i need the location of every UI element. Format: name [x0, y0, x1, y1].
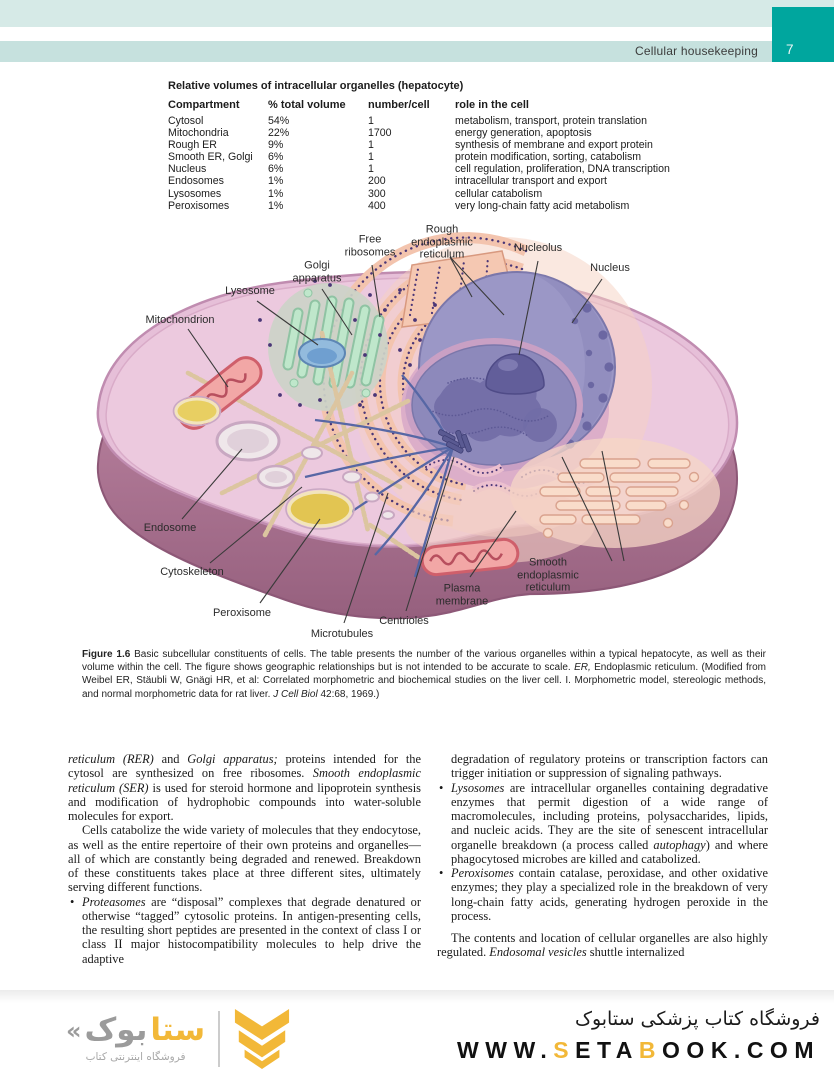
- store-title: فروشگاه کتاب پزشکی ستابوک: [574, 1008, 820, 1030]
- table-cell: Cytosol: [168, 115, 204, 127]
- running-title: Cellular housekeeping: [635, 44, 758, 58]
- label-peroxisome: Peroxisome: [212, 606, 272, 619]
- page-number: 7: [786, 42, 794, 57]
- table-cell: 400: [368, 199, 386, 212]
- table-cell: 6%: [268, 163, 284, 176]
- col-header: % total volume: [268, 99, 346, 111]
- table-cell: metabolism, transport, protein translati…: [455, 115, 647, 127]
- label-smooth-er: Smooth endoplasmic reticulum: [517, 556, 579, 594]
- label-centrioles: Centrioles: [379, 614, 429, 627]
- bullet-lysosomes: •Lysosomes are intracellular organelles …: [439, 780, 768, 866]
- caption-text: Endoplasmic reticulum. (Modified from We…: [82, 662, 766, 700]
- paragraph: Cells catabolize the wide variety of mol…: [68, 823, 421, 895]
- table-cell: synthesis of membrane and export protein: [455, 139, 653, 152]
- table-cell: Peroxisomes: [168, 199, 230, 212]
- table-cell: 22%: [268, 127, 290, 140]
- cell-diagram: Mitochondrion Lysosome Golgi apparatus F…: [70, 223, 770, 645]
- table-cell: 1%: [268, 187, 284, 200]
- table-cell: 1: [368, 115, 374, 127]
- cell-illustration: [96, 232, 739, 624]
- logo-divider: [218, 1011, 221, 1067]
- label-cytoskeleton: Cytoskeleton: [160, 565, 224, 578]
- label-microtubules: Microtubules: [310, 627, 374, 640]
- table-cell: Smooth ER, Golgi: [168, 151, 253, 164]
- caption-text: 42:68, 1969.): [317, 688, 380, 700]
- table-cell: 300: [368, 187, 386, 200]
- table-cell: Rough ER: [168, 139, 217, 152]
- label-nucleus: Nucleus: [590, 261, 630, 274]
- table-cell: cell regulation, proliferation, DNA tran…: [455, 163, 670, 176]
- logo-wordmark: « بوک ستا فروشگاه اینترنتی کتاب: [66, 1012, 206, 1064]
- organelle-table: Relative volumes of intracellular organe…: [168, 80, 768, 212]
- nucleolus: [485, 353, 545, 395]
- store-url: WWW.SETABOOK.COM: [457, 1037, 820, 1063]
- table-cell: Mitochondria: [168, 127, 229, 140]
- paragraph-continuation: degradation of regulatory proteins or tr…: [451, 752, 768, 781]
- header-band-top: [0, 0, 834, 27]
- table-cell: 6%: [268, 151, 284, 164]
- bullet-peroxisomes: •Peroxisomes contain catalase, peroxidas…: [439, 866, 768, 923]
- logo-wordmark-gray: بوک: [84, 1012, 148, 1048]
- label-nucleolus: Nucleolus: [513, 241, 563, 254]
- figure-number: Figure 1.6: [82, 649, 131, 660]
- table-cell: 1700: [368, 127, 392, 140]
- mitochondrion-lower: [420, 537, 520, 577]
- body-column-right: degradation of regulatory proteins or tr…: [437, 752, 768, 994]
- bullet-proteasomes: •Proteasomes are “disposal” complexes th…: [70, 894, 421, 966]
- table-cell: 1%: [268, 175, 284, 188]
- table-cell: 1: [368, 139, 374, 152]
- col-header: role in the cell: [455, 99, 529, 111]
- logo-wordmark-yellow: ستا: [150, 1012, 206, 1048]
- label-lysosome: Lysosome: [225, 284, 275, 297]
- leader-lines: [181, 256, 625, 624]
- caption-italic: J Cell Biol: [273, 688, 318, 700]
- label-rough-er: Rough endoplasmic reticulum: [411, 223, 473, 261]
- header-band-bottom: [0, 41, 834, 62]
- table-cell: intracellular transport and export: [455, 175, 607, 188]
- bullet-marker: •: [70, 894, 75, 909]
- lysosome: [298, 338, 346, 368]
- figure-caption: Figure 1.6 Basic subcellular constituent…: [82, 648, 766, 701]
- caption-italic: ER,: [574, 662, 591, 674]
- col-header: Compartment: [168, 99, 240, 111]
- table-cell: Lysosomes: [168, 187, 222, 200]
- logo-chevron-mark: «: [66, 1016, 82, 1045]
- label-free-ribosomes: Free ribosomes: [344, 233, 396, 259]
- table-title: Relative volumes of intracellular organe…: [168, 80, 464, 92]
- page-number-box: [772, 7, 834, 62]
- bullet-marker: •: [439, 866, 444, 880]
- logo-tagline: فروشگاه اینترنتی کتاب: [85, 1051, 186, 1063]
- table-cell: energy generation, apoptosis: [455, 127, 592, 140]
- label-mitochondrion: Mitochondrion: [145, 313, 215, 326]
- label-endosome: Endosome: [143, 521, 197, 534]
- centrioles: [437, 429, 472, 454]
- paragraph: reticulum (RER) and Golgi apparatus; pro…: [68, 752, 421, 823]
- table-cell: very long-chain fatty acid metabolism: [455, 199, 630, 212]
- caption-text: Basic subcellular constituents of cells.…: [82, 649, 766, 674]
- label-plasma-membrane: Plasma membrane: [435, 582, 489, 608]
- footer-store-info: فروشگاه کتاب پزشکی ستابوک WWW.SETABOOK.C…: [457, 1008, 820, 1064]
- scan-shadow: [0, 990, 834, 1003]
- table-cell: 1: [368, 151, 374, 164]
- table-cell: 9%: [268, 139, 284, 152]
- microtubules: [304, 374, 455, 578]
- vesicles: [172, 395, 395, 530]
- label-golgi-apparatus: Golgi apparatus: [292, 259, 342, 285]
- table-cell: 200: [368, 175, 386, 188]
- bullet-marker: •: [439, 780, 444, 795]
- table-grid: Compartment % total volume number/cell r…: [168, 99, 768, 212]
- col-header: number/cell: [368, 99, 430, 111]
- body-column-left: reticulum (RER) and Golgi apparatus; pro…: [68, 752, 421, 994]
- table-cell: cellular catabolism: [455, 187, 543, 200]
- table-cell: 1%: [268, 199, 284, 212]
- chevron-emblem-icon: [235, 1009, 290, 1069]
- table-cell: protein modification, sorting, catabolis…: [455, 151, 642, 164]
- table-cell: Nucleus: [168, 163, 207, 176]
- paragraph: The contents and location of cellular or…: [437, 931, 768, 960]
- table-cell: Endosomes: [168, 175, 224, 188]
- setabook-logo: « بوک ستا فروشگاه اینترنتی کتاب: [66, 1006, 291, 1072]
- table-cell: 1: [368, 163, 374, 176]
- table-cell: 54%: [268, 115, 290, 127]
